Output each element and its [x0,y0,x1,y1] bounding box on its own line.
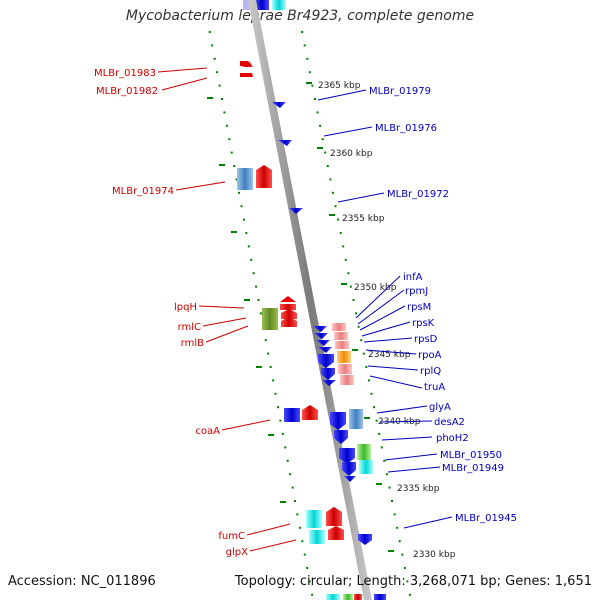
map-title: Mycobacterium leprae Br4923, complete ge… [125,8,475,24]
gene-label: rplQ [420,366,441,377]
feature-ribosomal-cluster[interactable] [313,323,354,386]
scale-labels: 2365 kbp 2360 kbp 2355 kbp 2350 kbp 2345… [318,81,456,560]
feature-phoh2-mlbr-01950[interactable] [339,444,373,482]
gene-label: glpX [226,547,248,558]
feature-lpqh[interactable] [280,296,296,310]
scale-label: 2365 kbp [318,81,361,91]
gene-label: rpsM [407,302,431,313]
gene-label: MLBr_01976 [375,123,437,134]
gene-label: rmlB [181,338,204,349]
left-gene-labels: MLBr_01983 MLBr_01982 MLBr_01974 lpqH rm… [94,68,248,558]
gene-label: rpsD [414,334,438,345]
gene-label: MLBr_01974 [112,186,174,197]
scale-label: 2355 kbp [342,214,385,224]
gene-label: lpqH [174,302,197,313]
feature-glya-desa2[interactable] [330,409,363,444]
feature-mlbr-01972[interactable] [289,208,303,214]
gene-label: MLBr_01982 [96,86,158,97]
gene-label: MLBr_01945 [455,513,517,524]
gene-label: rpsK [412,318,435,329]
gene-label: glyA [429,402,451,413]
feature-mlbr-01983[interactable] [239,61,253,67]
right-gene-labels: MLBr_01979 MLBr_01976 MLBr_01972 infA rp… [369,86,517,524]
feature-mlbr-01945[interactable] [358,534,372,545]
left-tick-track [208,31,314,596]
gene-label: phoH2 [436,433,469,444]
gene-label: truA [424,382,445,393]
gene-label: rpoA [418,350,442,361]
feature-mlbr-01982[interactable] [240,73,253,77]
top-partial-features [243,0,286,10]
gene-label: MLBr_01979 [369,86,431,97]
gene-label: fumC [218,531,245,542]
right-tick-track [301,31,411,596]
bottom-partial-features [326,594,386,600]
gene-label: MLBr_01949 [442,463,504,474]
scale-label: 2360 kbp [330,149,373,159]
scale-label: 2345 kbp [368,350,411,360]
gene-label: desA2 [434,417,465,428]
gene-label: MLBr_01950 [440,450,502,461]
feature-fumc-glpx[interactable] [306,507,344,544]
feature-mlbr-01979[interactable] [272,102,286,108]
gene-label: coaA [195,426,220,437]
scale-label: 2335 kbp [397,484,440,494]
gene-label: infA [403,272,423,283]
gene-label: MLBr_01983 [94,68,156,79]
feature-mlbr-01974[interactable] [237,165,272,190]
feature-coaa[interactable] [284,405,318,422]
major-ticks [207,82,394,552]
leader-lines-right [317,89,453,529]
scale-label: 2350 kbp [354,283,397,293]
accession-label: Accession: NC_011896 [8,574,156,589]
gene-label: MLBr_01972 [387,189,449,200]
genome-summary: Topology: circular; Length: 3,268,071 bp… [234,574,592,589]
gene-label: rmlC [178,322,201,333]
feature-rmlc-rmlb[interactable] [262,308,297,330]
leader-lines-left [157,67,297,552]
scale-label: 2330 kbp [413,550,456,560]
feature-mlbr-01976[interactable] [278,140,292,146]
gene-label: rpmJ [405,286,428,297]
